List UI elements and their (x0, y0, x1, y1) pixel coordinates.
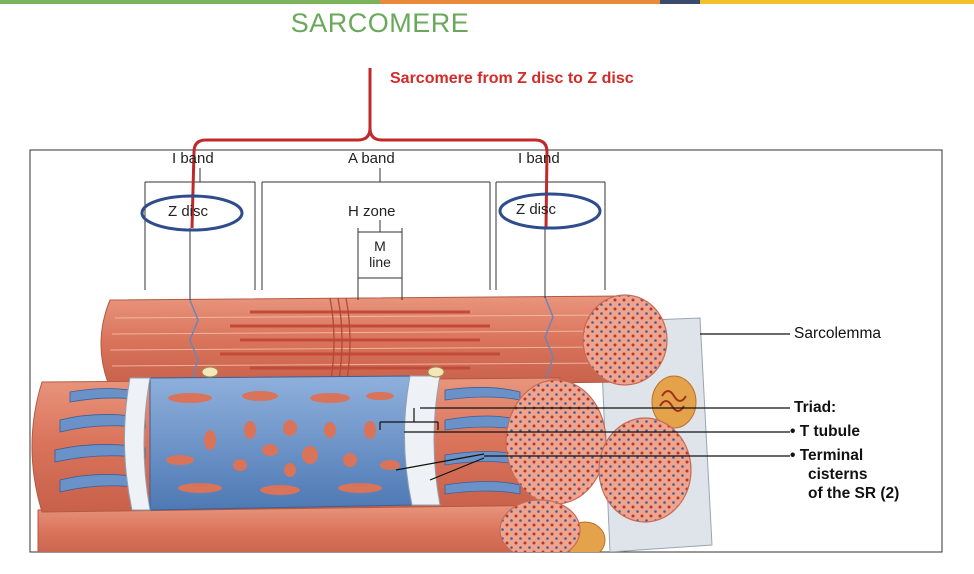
label-h-zone: H zone (348, 203, 396, 220)
label-triad: Triad: (794, 399, 837, 416)
label-terminal-cisterns: • Terminal (790, 447, 864, 464)
label-a-band: A band (348, 150, 395, 167)
label-terminal-cisterns-2: cisterns (808, 466, 868, 483)
label-z-disc-left: Z disc (168, 203, 209, 220)
sarcomere-bracket (190, 68, 549, 229)
z-disc-left-ellipse (140, 194, 244, 232)
band-brackets (144, 168, 606, 300)
myofibril-cross-section (505, 379, 607, 505)
page-title: SARCOMERE (290, 8, 470, 38)
label-z-disc-right: Z disc (516, 201, 557, 218)
label-m-line-2: line (369, 254, 391, 270)
label-i-band-right: I band (518, 150, 560, 167)
top-myofibril (100, 294, 668, 389)
top-accent-bar (0, 0, 974, 4)
label-terminal-cisterns-3: of the SR (2) (808, 485, 900, 502)
sarcomere-annotation: Sarcomere from Z disc to Z disc (390, 70, 634, 87)
label-sarcolemma: Sarcolemma (794, 325, 881, 342)
mitochondrion (651, 375, 697, 429)
label-i-band-left: I band (172, 150, 214, 167)
leader-lines (379, 333, 790, 481)
label-m-line-1: M (374, 238, 386, 254)
z-disc-right-ellipse (498, 192, 602, 230)
middle-myofibril (31, 366, 561, 513)
label-m-line: M line (358, 238, 402, 270)
label-t-tubule: • T tubule (790, 423, 860, 440)
